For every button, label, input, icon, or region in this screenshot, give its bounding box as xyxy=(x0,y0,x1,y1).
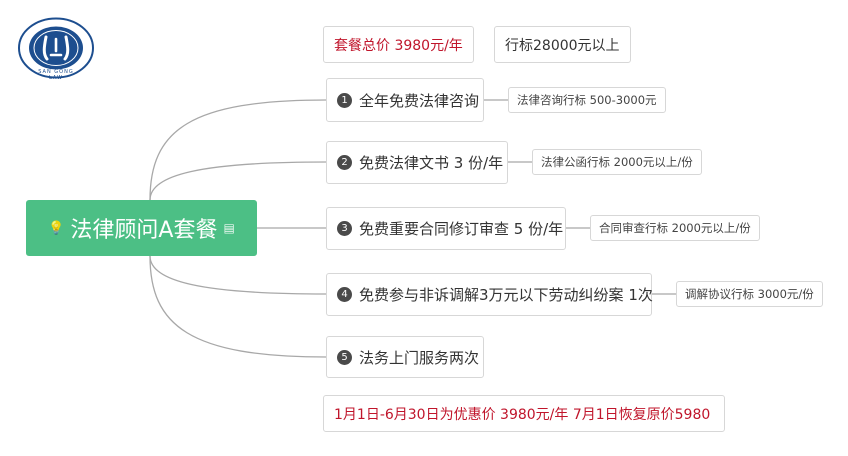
branch-3-note[interactable]: 合同审查行标 2000元以上/份 xyxy=(590,215,760,241)
branch-4-note[interactable]: 调解协议行标 3000元/份 xyxy=(676,281,823,307)
note-icon: ▤ xyxy=(223,221,235,235)
branch-3[interactable]: 3 免费重要合同修订审查 5 份/年 xyxy=(326,207,566,250)
promo-box: 1月1日-6月30日为优惠价 3980元/年 7月1日恢复原价5980 xyxy=(323,395,725,432)
note-label: 法律咨询行标 500-3000元 xyxy=(517,93,657,107)
connector-branch-1 xyxy=(149,99,327,201)
branch-label: 免费参与非诉调解3万元以下劳动纠纷案 1次 xyxy=(359,286,653,304)
branch-1[interactable]: 1 全年免费法律咨询 xyxy=(326,78,484,122)
branch-label: 免费重要合同修订审查 5 份/年 xyxy=(359,220,564,238)
root-topic-label: 法律顾问A套餐 xyxy=(70,218,218,243)
branch-2[interactable]: 2 免费法律文书 3 份/年 xyxy=(326,141,508,184)
package-price-box: 套餐总价 3980元/年 xyxy=(323,26,474,63)
branch-5[interactable]: 5 法务上门服务两次 xyxy=(326,336,484,378)
number-badge: 1 xyxy=(337,92,352,108)
root-topic[interactable]: 💡 法律顾问A套餐 ▤ xyxy=(26,200,257,256)
note-label: 法律公函行标 2000元以上/份 xyxy=(541,155,693,169)
connector-branch-4 xyxy=(149,255,327,295)
branch-label: 全年免费法律咨询 xyxy=(359,91,480,110)
number-badge: 5 xyxy=(337,349,352,365)
package-price: 套餐总价 3980元/年 xyxy=(334,37,463,54)
logo-ring-text: SAN GONG LAW xyxy=(38,69,74,81)
lightbulb-icon: 💡 xyxy=(48,220,65,236)
law-firm-logo-icon xyxy=(17,17,95,79)
market-price-box: 行标28000元以上 xyxy=(494,26,631,63)
branch-2-note[interactable]: 法律公函行标 2000元以上/份 xyxy=(532,149,702,175)
promo-text: 1月1日-6月30日为优惠价 3980元/年 7月1日恢复原价5980 xyxy=(334,406,711,423)
market-price: 行标28000元以上 xyxy=(505,37,620,54)
number-badge: 4 xyxy=(337,287,352,302)
connector-branch-2 xyxy=(149,161,327,201)
number-badge: 3 xyxy=(337,221,352,236)
branch-label: 免费法律文书 3 份/年 xyxy=(359,154,504,172)
branch-label: 法务上门服务两次 xyxy=(359,348,480,367)
branch-4[interactable]: 4 免费参与非诉调解3万元以下劳动纠纷案 1次 xyxy=(326,273,653,316)
note-label: 合同审查行标 2000元以上/份 xyxy=(599,221,751,235)
number-badge: 2 xyxy=(337,155,352,170)
branch-1-note[interactable]: 法律咨询行标 500-3000元 xyxy=(508,87,666,113)
connector-branch-5 xyxy=(149,255,327,358)
note-label: 调解协议行标 3000元/份 xyxy=(685,287,814,301)
